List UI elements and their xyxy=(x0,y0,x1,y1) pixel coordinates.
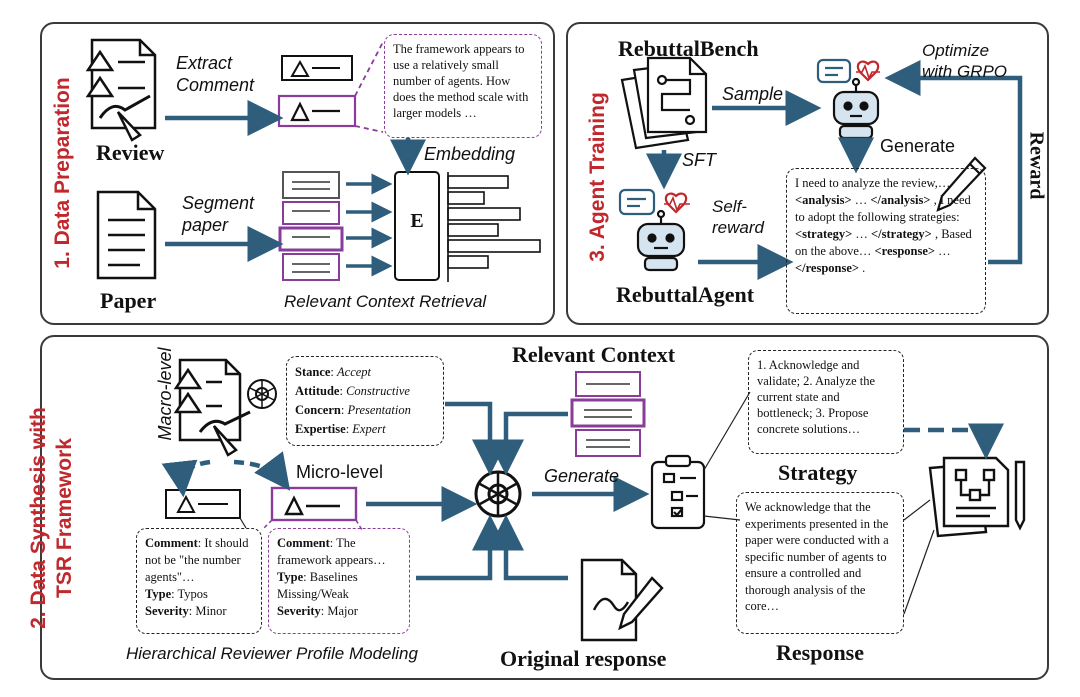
strategy-label: Strategy xyxy=(778,460,858,485)
embedder-label: E xyxy=(410,210,424,232)
sft-label: SFT xyxy=(682,150,716,170)
paper-document-icon xyxy=(96,190,157,280)
synthesis-arrows xyxy=(366,401,1004,581)
micro-level-label: Micro-level xyxy=(296,462,384,482)
comment-strip-icon-major xyxy=(270,486,358,522)
optimize-grpo-label: Optimize with GRPO xyxy=(922,41,1008,81)
panel-data-synthesis xyxy=(40,335,1049,680)
reward-label: Reward xyxy=(1025,131,1048,200)
prep-dashed-connector xyxy=(354,41,384,133)
hierarchical-profile-label: Hierarchical Reviewer Profile Modeling xyxy=(126,644,418,663)
embedding-label: Embedding xyxy=(424,144,516,164)
panel-data-preparation xyxy=(40,22,555,325)
extract-comment-label: Extract Comment xyxy=(176,53,255,95)
bench-documents-icon xyxy=(620,56,708,150)
response-label: Response xyxy=(776,640,865,665)
robot-icon-agent xyxy=(618,188,690,272)
openai-logo-center xyxy=(474,470,522,518)
panel-agent-training xyxy=(566,22,1049,325)
original-response-label: Original response xyxy=(500,646,667,671)
response-text-box: We acknowledge that the experiments pres… xyxy=(736,492,904,634)
micro-comment-minor-box: Comment: It should not be "the number ag… xyxy=(136,528,262,634)
relevant-context-stack-icon xyxy=(570,371,646,457)
relevant-context-label: Relevant Context xyxy=(512,342,676,367)
paper-segments-icon xyxy=(278,171,344,281)
generate-label-synthesis: Generate xyxy=(544,466,620,486)
embedding-bars xyxy=(447,172,541,282)
relevant-context-retrieval-label: Relevant Context Retrieval xyxy=(284,292,487,311)
review-document-icon xyxy=(85,38,157,142)
review-label: Review xyxy=(96,140,165,165)
comment-strip-icon xyxy=(281,55,353,81)
strategy-checklist-icon xyxy=(650,454,706,530)
macro-profile-box: Stance: Accept Attitude: Constructive Co… xyxy=(286,356,444,446)
synthesis-dashed-curves xyxy=(161,451,291,498)
self-reward-label: Self- reward xyxy=(712,197,764,237)
original-response-icon xyxy=(580,558,664,642)
paper-label: Paper xyxy=(100,288,157,313)
response-document-icon xyxy=(928,456,1026,538)
comment-strip-selected-icon xyxy=(277,94,357,128)
sample-label: Sample xyxy=(722,84,784,104)
micro-comment-major-box: Comment: The framework appears… Type: Ba… xyxy=(268,528,410,634)
rebuttalbench-label: RebuttalBench xyxy=(618,36,759,61)
strategy-text-box: 1. Acknowledge and validate; 2. Analyze … xyxy=(748,350,904,454)
review-document-icon-synthesis xyxy=(173,358,251,457)
training-arrows xyxy=(646,60,1023,280)
agent-output-box: I need to analyze the review,… <analysis… xyxy=(786,168,986,314)
generate-label-training: Generate xyxy=(880,136,956,156)
comment-strip-icon-minor xyxy=(165,489,241,519)
rebuttalagent-label: RebuttalAgent xyxy=(616,282,755,307)
openai-logo-small xyxy=(247,379,277,409)
extracted-comment-box: The framework appears to use a relativel… xyxy=(384,34,542,138)
robot-icon-top xyxy=(816,58,880,140)
synthesis-thin-connectors xyxy=(239,391,935,615)
prep-arrows xyxy=(165,100,426,277)
macro-level-label: Macro-level xyxy=(155,347,175,441)
segment-paper-label: Segment paper xyxy=(182,193,255,235)
